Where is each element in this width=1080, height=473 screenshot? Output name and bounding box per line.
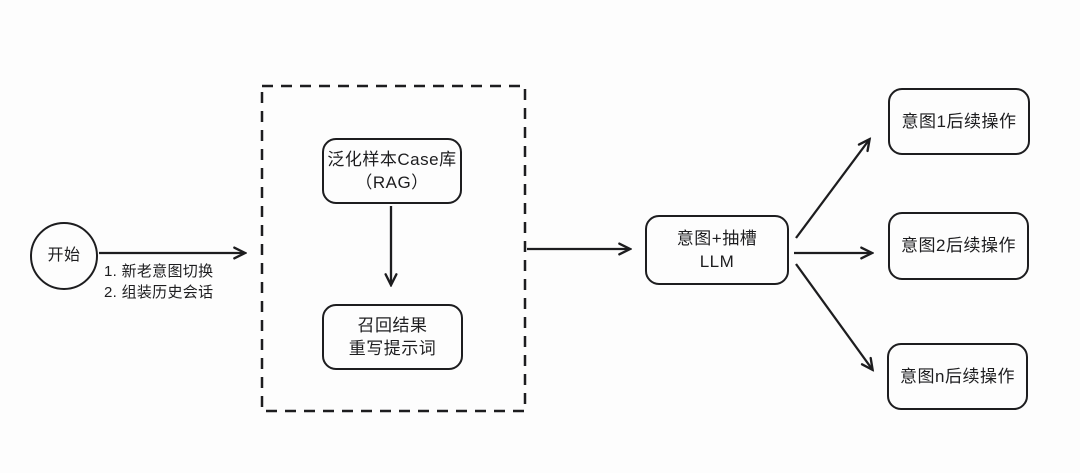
node-llm-line1: 意图+抽槽	[676, 228, 758, 248]
edge-start-notes: 1. 新老意图切换 2. 组装历史会话	[104, 261, 213, 303]
dashed-group-box	[260, 84, 527, 413]
node-intentn-label: 意图n后续操作	[900, 366, 1015, 386]
node-intent2-label: 意图2后续操作	[901, 236, 1016, 256]
node-recall: 召回结果 重写提示词	[322, 304, 463, 370]
node-case-store: 泛化样本Case库 （RAG）	[322, 138, 462, 204]
node-intent1-label: 意图1后续操作	[901, 111, 1017, 131]
edge-llm-to-intent1	[795, 140, 869, 239]
node-recall-line1: 召回结果	[357, 315, 428, 335]
node-intent1: 意图1后续操作	[888, 88, 1030, 155]
node-llm: 意图+抽槽 LLM	[645, 215, 789, 285]
node-case-store-line2: （RAG）	[355, 173, 429, 192]
node-start: 开始	[30, 222, 98, 290]
node-start-label: 开始	[47, 246, 81, 264]
node-case-store-line1: 泛化样本Case库	[327, 149, 457, 169]
node-intentn: 意图n后续操作	[887, 343, 1028, 410]
node-intent2: 意图2后续操作	[888, 212, 1029, 280]
node-recall-line2: 重写提示词	[348, 339, 437, 358]
edge-start-note-1: 1. 新老意图切换	[104, 263, 214, 280]
node-llm-line2: LLM	[699, 252, 735, 271]
edge-start-note-2: 2. 组装历史会话	[104, 284, 214, 301]
edge-llm-to-intentn	[795, 263, 872, 369]
